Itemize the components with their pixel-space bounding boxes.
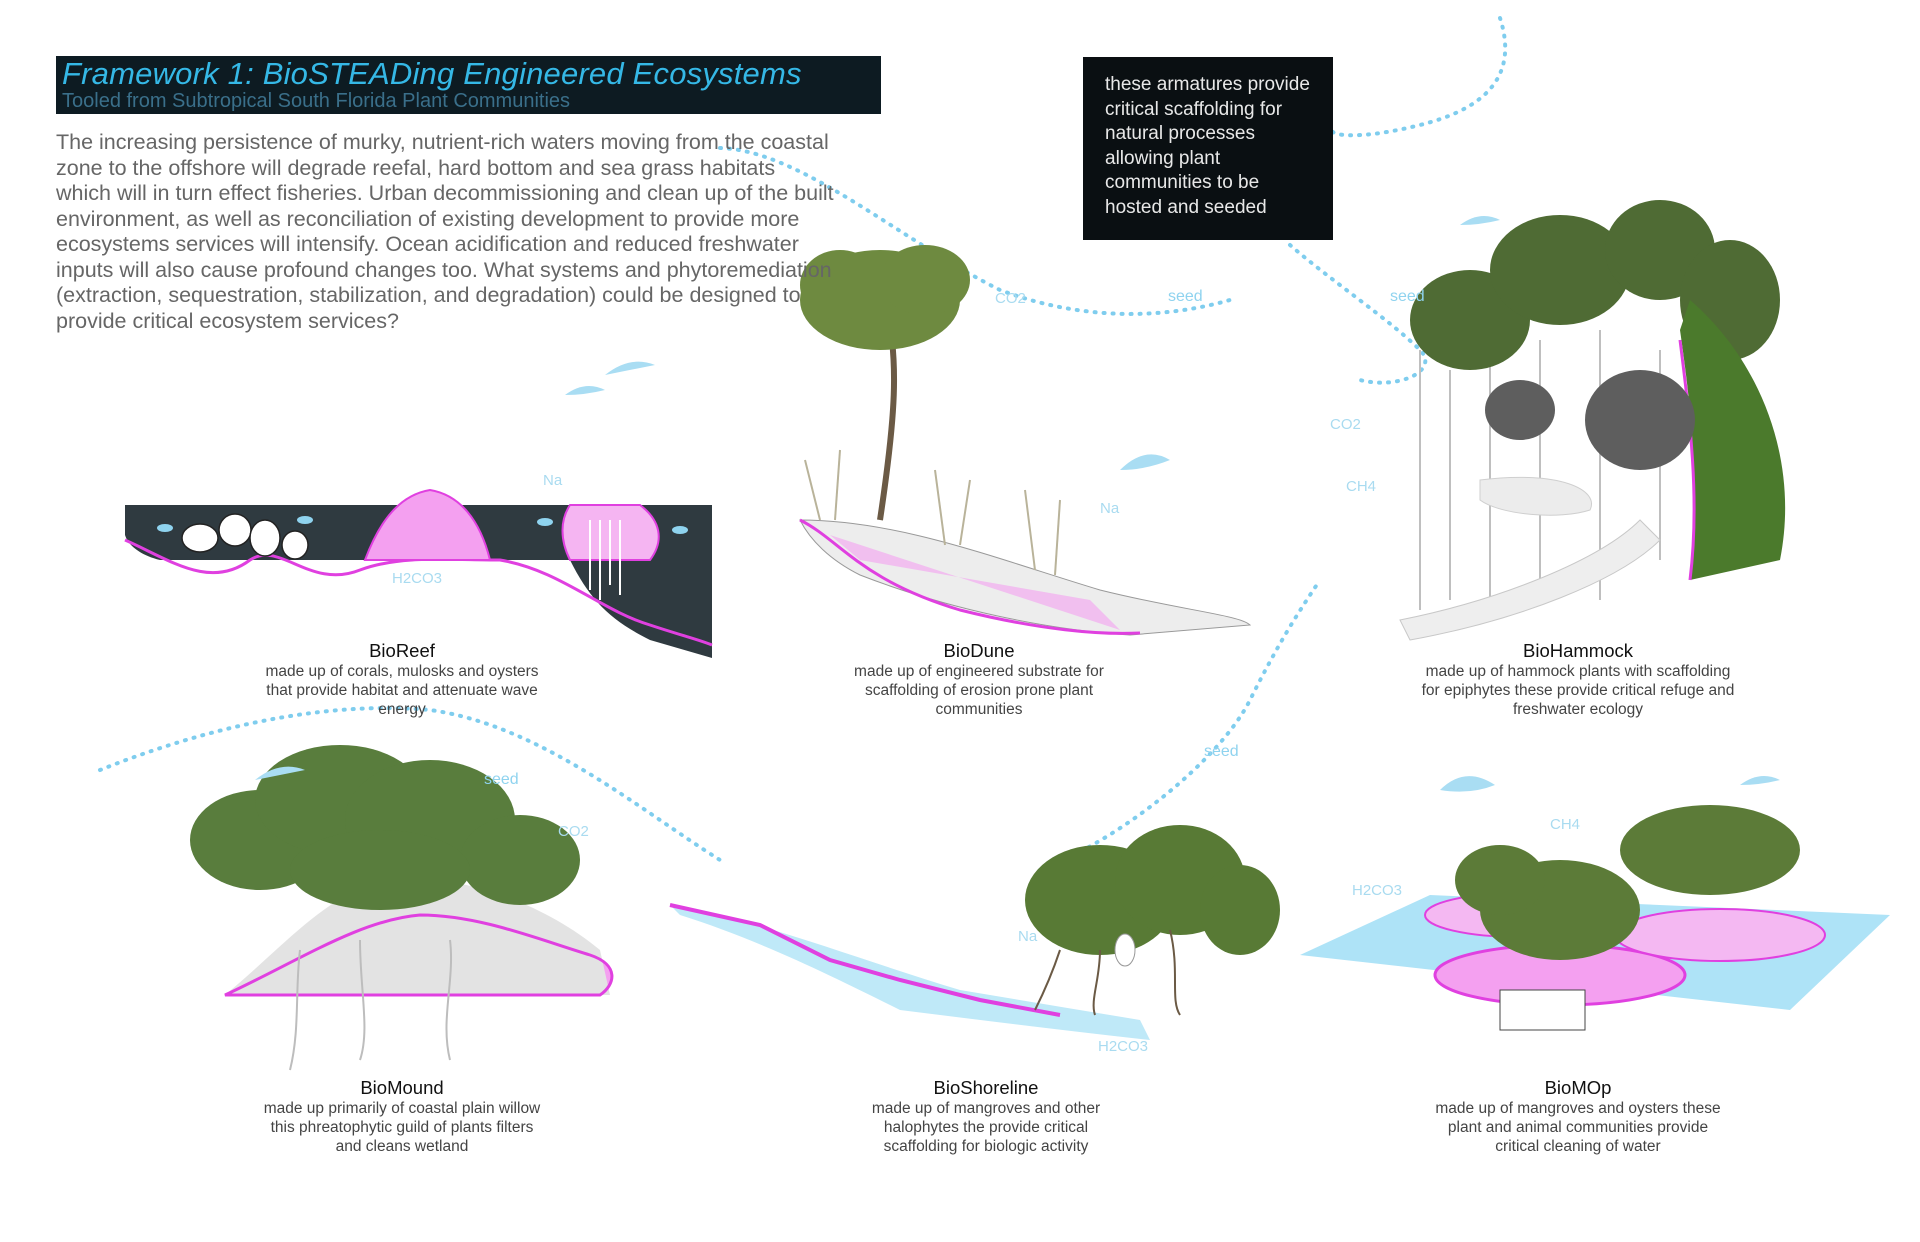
title-banner: Framework 1: BioSTEADing Engineered Ecos…: [56, 56, 881, 114]
seed-label: seed: [1168, 288, 1203, 305]
seed-label: seed: [484, 771, 519, 788]
chem-label: H2CO3: [1098, 1038, 1149, 1055]
seed-label: seed: [1390, 288, 1425, 305]
ecosystem-name: BioShoreline: [933, 1077, 1039, 1098]
chem-label: CO2: [1330, 416, 1361, 433]
ecosystem-name: BioHammock: [1523, 640, 1633, 661]
biodune-illustration: [799, 245, 1252, 636]
ecosystem-name: BioReef: [369, 640, 435, 661]
ecosystem-name: BioMound: [360, 1077, 444, 1098]
chem-label: H2CO3: [392, 570, 443, 587]
ecosystem-description: made up of corals, mulosks and oysters t…: [265, 663, 539, 718]
bioreef-illustration: [124, 488, 713, 658]
chem-label: CO2: [558, 823, 589, 840]
ecosystem-name: BioDune: [943, 640, 1015, 661]
bioshoreline-illustration: [669, 825, 1280, 1040]
intro-paragraph: The increasing persistence of murky, nut…: [56, 130, 834, 333]
caption-bioreef: BioReef made up of corals, mulosks and o…: [262, 640, 542, 719]
ecosystem-name: BioMOp: [1544, 1077, 1612, 1098]
ecosystem-description: made up primarily of coastal plain willo…: [263, 1100, 541, 1155]
bird-silhouettes: [255, 216, 1780, 792]
ecosystem-description: made up of hammock plants with scaffoldi…: [1421, 663, 1735, 718]
caption-biodune: BioDune made up of engineered substrate …: [834, 640, 1124, 719]
seed-paths: [98, 16, 1508, 872]
seed-path-shore: [1038, 578, 1322, 872]
caption-biohammock: BioHammock made up of hammock plants wit…: [1418, 640, 1738, 719]
page-title: Framework 1: BioSTEADing Engineered Ecos…: [62, 56, 802, 91]
chem-label: Na: [1100, 500, 1120, 517]
callout-box: these armatures provide critical scaffol…: [1083, 57, 1333, 240]
callout-text: these armatures provide critical scaffol…: [1105, 74, 1310, 218]
chem-label: CO2: [995, 290, 1026, 307]
page-subtitle: Tooled from Subtropical South Florida Pl…: [62, 90, 571, 112]
chem-label: H2CO3: [1352, 882, 1403, 899]
chem-label: Na: [1018, 928, 1038, 945]
seed-path-dune: [718, 146, 1232, 316]
seed-path-callout: [1331, 16, 1508, 138]
caption-biomop: BioMOp made up of mangroves and oysters …: [1428, 1077, 1728, 1156]
biomound-illustration: [190, 745, 614, 1071]
seed-label: seed: [1204, 743, 1239, 760]
chem-label: CH4: [1346, 478, 1377, 495]
chem-label: Na: [543, 472, 563, 489]
biohammock-illustration: [1399, 200, 1786, 641]
seed-path-mound: [98, 706, 722, 862]
chem-label: CH4: [1550, 816, 1581, 833]
caption-biomound: BioMound made up primarily of coastal pl…: [262, 1077, 542, 1156]
ecosystem-description: made up of mangroves and oysters these p…: [1435, 1100, 1721, 1155]
biomop-illustration: [1300, 805, 1890, 1031]
ecosystem-description: made up of mangroves and other halophyte…: [871, 1100, 1101, 1155]
seed-path-hammock: [1288, 243, 1428, 385]
caption-bioshoreline: BioShoreline made up of mangroves and ot…: [846, 1077, 1126, 1156]
ecosystem-description: made up of engineered substrate for scaf…: [854, 663, 1104, 718]
